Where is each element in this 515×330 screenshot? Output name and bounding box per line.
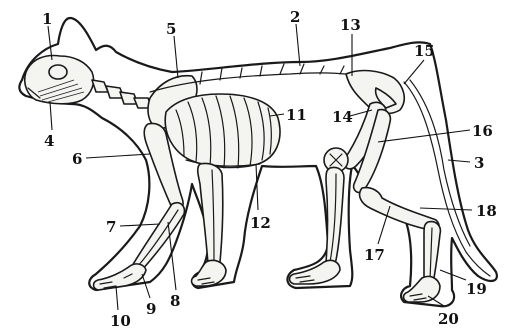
leader-19 xyxy=(440,270,466,280)
label-19: 19 xyxy=(466,280,487,298)
label-13: 13 xyxy=(340,16,361,34)
leader-lines xyxy=(48,24,472,310)
label-20: 20 xyxy=(438,310,459,328)
label-16: 16 xyxy=(472,122,493,140)
label-6: 6 xyxy=(72,150,82,168)
label-15: 15 xyxy=(414,42,435,60)
label-4: 4 xyxy=(44,132,54,150)
rib-cage xyxy=(165,94,280,168)
leader-16 xyxy=(378,130,470,142)
label-8: 8 xyxy=(170,292,180,310)
label-7: 7 xyxy=(106,218,116,236)
leader-4 xyxy=(50,102,52,130)
leader-15 xyxy=(404,60,424,84)
label-10: 10 xyxy=(110,312,131,330)
label-12: 12 xyxy=(250,214,271,232)
leader-6 xyxy=(86,154,150,158)
label-18: 18 xyxy=(476,202,497,220)
neck-vertebrae xyxy=(92,80,152,108)
label-2: 2 xyxy=(290,8,300,26)
front-leg-right xyxy=(198,163,223,269)
label-5: 5 xyxy=(166,20,176,38)
label-14: 14 xyxy=(332,108,353,126)
label-3: 3 xyxy=(474,154,484,172)
hind-paw-right xyxy=(404,276,441,302)
leader-10 xyxy=(116,286,118,310)
leader-18 xyxy=(420,208,472,210)
label-11: 11 xyxy=(286,106,307,124)
leader-2 xyxy=(296,24,300,66)
label-9: 9 xyxy=(146,300,156,318)
label-1: 1 xyxy=(42,10,52,28)
label-17: 17 xyxy=(364,246,385,264)
leader-9 xyxy=(142,274,150,298)
skull xyxy=(25,56,94,104)
